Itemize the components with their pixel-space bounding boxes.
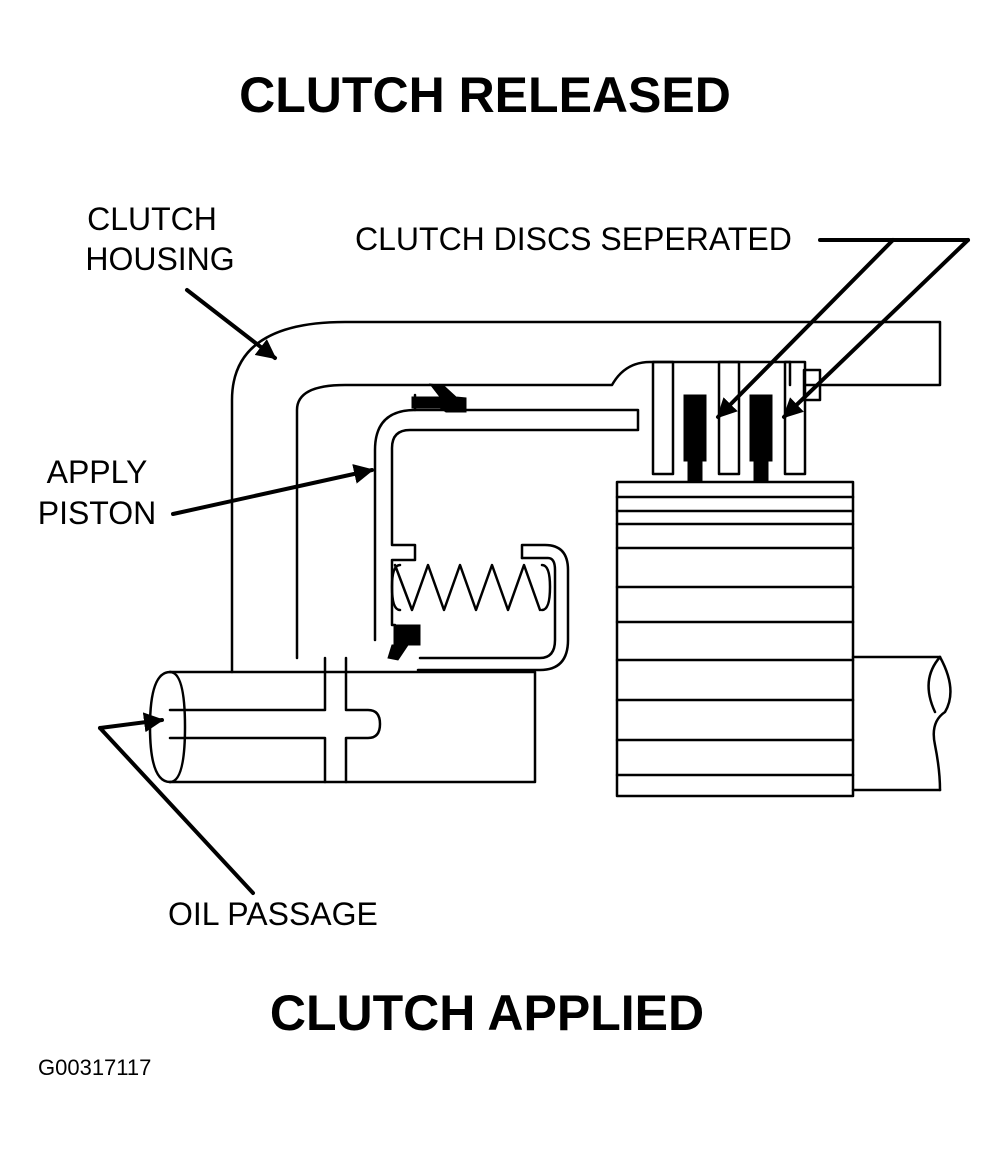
arrow-clutch-disc-2 — [782, 238, 970, 419]
arrow-oil-passage — [98, 712, 164, 733]
arrow-apply-piston — [171, 464, 374, 516]
return-spring — [390, 543, 570, 672]
title-clutch-applied: CLUTCH APPLIED — [270, 985, 704, 1041]
leader-lines — [98, 238, 970, 895]
label-oil-passage: OIL PASSAGE — [168, 896, 378, 932]
clutch-pack — [651, 360, 807, 482]
friction-disc-2 — [749, 394, 773, 462]
arrow-clutch-housing — [185, 288, 277, 360]
label-clutch-housing-line1: CLUTCH — [87, 201, 217, 237]
splined-hub — [615, 480, 855, 798]
friction-disc-1 — [683, 394, 707, 462]
figure-id: G00317117 — [38, 1055, 151, 1080]
piston-seals — [387, 383, 467, 661]
output-shaft — [851, 655, 952, 792]
leader-oil-passage — [98, 726, 255, 895]
label-apply-piston-line2: PISTON — [38, 495, 157, 531]
label-apply-piston-line1: APPLY — [47, 454, 148, 490]
oil-passage — [148, 656, 537, 784]
label-clutch-housing-line2: HOUSING — [85, 241, 234, 277]
title-clutch-released: CLUTCH RELEASED — [239, 67, 731, 123]
steel-plate-3 — [783, 360, 807, 476]
arrow-clutch-disc-1 — [716, 238, 895, 419]
label-clutch-discs: CLUTCH DISCS SEPERATED — [355, 221, 792, 257]
steel-plate-2 — [717, 360, 741, 476]
steel-plate-1 — [651, 360, 675, 476]
